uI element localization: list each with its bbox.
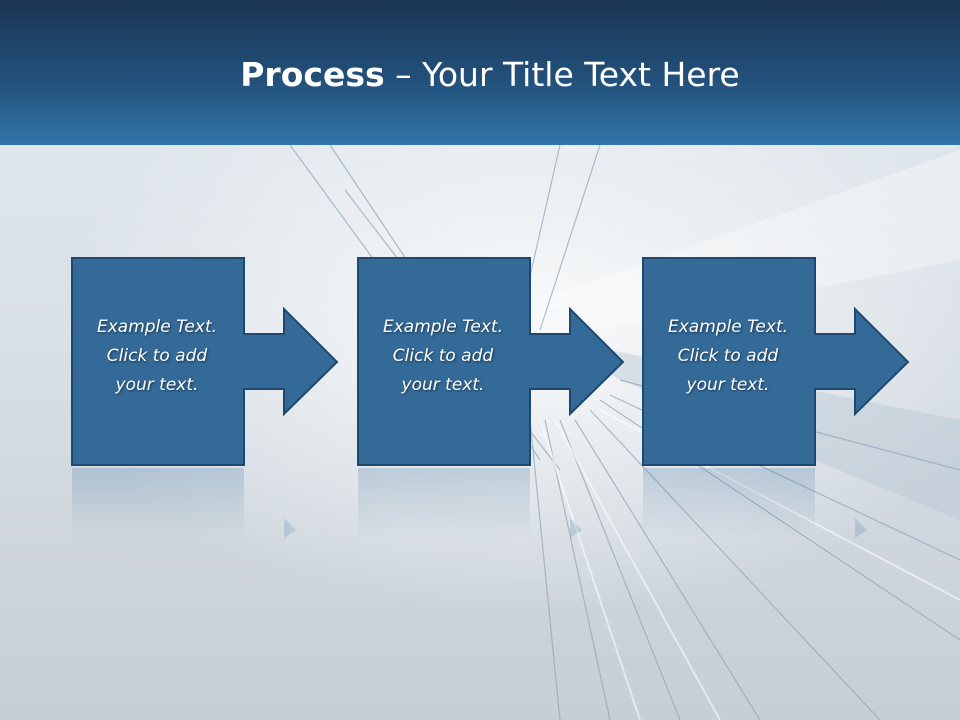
step-2-line-2: Click to add [392,346,494,366]
slide-title[interactable]: Process – Your Title Text Here [0,52,960,98]
step-reflection-2 [358,468,582,538]
step-1-line-2: Click to add [106,346,208,366]
step-3-line-1: Example Text. [667,317,789,337]
title-rest: – Your Title Text Here [384,55,740,94]
title-bold: Process [240,55,385,94]
arrow-shape-1 [71,257,339,466]
step-3-line-3: your text. [686,375,770,395]
step-text-1: Example Text. Click to add your text. [71,313,243,400]
step-1-line-1: Example Text. [96,317,218,337]
step-reflection-1 [72,468,296,538]
arrow-shape-3 [642,257,910,466]
process-step-2[interactable]: Example Text. Click to add your text. [357,257,625,467]
step-2-line-1: Example Text. [382,317,504,337]
process-step-1[interactable]: Example Text. Click to add your text. [71,257,339,467]
process-step-3[interactable]: Example Text. Click to add your text. [642,257,910,467]
step-reflection-3 [643,468,867,538]
step-1-line-3: your text. [115,375,199,395]
step-2-line-3: your text. [401,375,485,395]
step-3-line-2: Click to add [677,346,779,366]
title-bar [0,0,960,145]
step-text-2: Example Text. Click to add your text. [357,313,529,400]
step-text-3: Example Text. Click to add your text. [642,313,814,400]
arrow-shape-2 [357,257,625,466]
